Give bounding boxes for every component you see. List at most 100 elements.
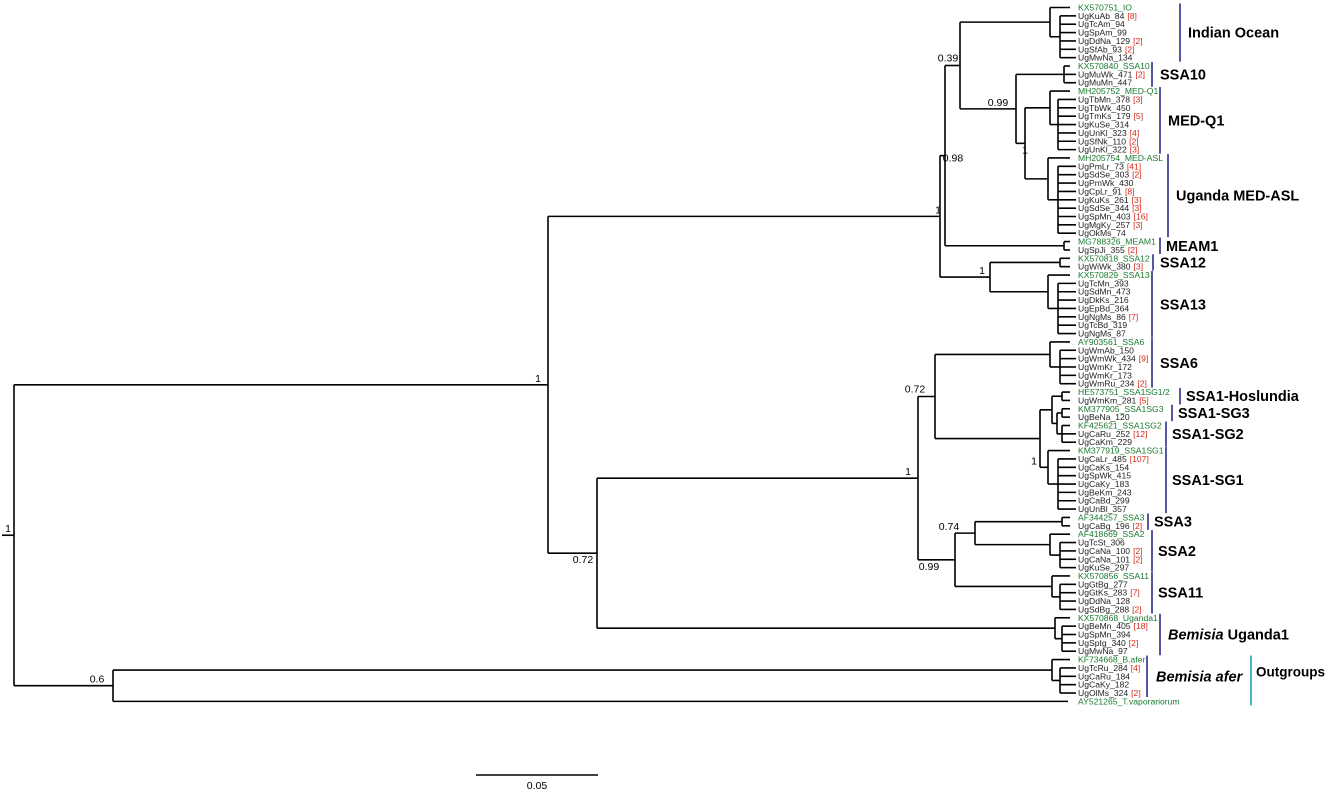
sample-tip-label: UgTcAm_94 <box>1078 19 1125 29</box>
sample-tip-label: UgKuAb_84[8] <box>1078 11 1137 21</box>
sample-tip-label: UgUnKl_322[3] <box>1078 145 1139 155</box>
sample-tip-label: UgPmWk_430 <box>1078 178 1134 188</box>
clade-label: SSA3 <box>1154 515 1192 531</box>
clade-label: Indian Ocean <box>1188 26 1279 42</box>
sample-tip-label: UgWmAb_150 <box>1078 345 1134 355</box>
reference-tip-label: KM377919_SSA1SG1 <box>1078 446 1164 456</box>
sample-tip-label: UgUnBl_357 <box>1078 504 1127 514</box>
sample-tip-label: UgKuSe_314 <box>1078 120 1129 130</box>
clade-label: SSA10 <box>1160 67 1206 83</box>
sample-tip-label: UgNgMs_87 <box>1078 329 1126 339</box>
reference-tip-label: AY903561_SSA6 <box>1078 337 1144 347</box>
sample-tip-label: UgWmKr_172 <box>1078 362 1132 372</box>
sample-tip-label: UgSfNk_110[2] <box>1078 136 1139 146</box>
sample-tip-label: UgOkMs_74 <box>1078 228 1126 238</box>
reference-tip-label: MH205752_MED-Q1 <box>1078 86 1158 96</box>
reference-tip-label: KX570856_SSA11 <box>1078 571 1149 581</box>
sample-tip-label: UgTcSt_306 <box>1078 538 1125 548</box>
sample-tip-label: UgMgKy_257[3] <box>1078 220 1143 230</box>
clade-label: SSA6 <box>1160 356 1198 372</box>
sample-tip-label: UgTmKs_179[5] <box>1078 111 1143 121</box>
sample-tip-label: UgTcMn_393 <box>1078 278 1129 288</box>
sample-tip-label: UgSpWk_415 <box>1078 471 1131 481</box>
support-value: 1 <box>935 204 941 216</box>
support-value: 1 <box>5 523 11 535</box>
tree-branches <box>2 6 1076 703</box>
clade-label: Bemisia afer <box>1156 669 1244 685</box>
clade-label: SSA1-Hoslundia <box>1186 389 1300 405</box>
support-value: 0.98 <box>943 153 964 165</box>
sample-tip-label: UgCaKy_182 <box>1078 680 1129 690</box>
clade-label: SSA2 <box>1158 544 1196 560</box>
reference-tip-label: MH205754_MED-ASL <box>1078 153 1163 163</box>
support-value: 1 <box>1031 455 1037 467</box>
sample-tip-label: UgKuSe_297 <box>1078 563 1129 573</box>
reference-tip-label: AF344257_SSA3 <box>1078 512 1145 522</box>
sample-tip-label: UgCaKs_154 <box>1078 462 1129 472</box>
sample-tip-label: UgSpMn_403[16] <box>1078 212 1148 222</box>
support-value: 0.39 <box>938 52 959 64</box>
clade-label: Uganda MED-ASL <box>1176 189 1299 205</box>
clade-label: SSA1-SG2 <box>1172 427 1244 443</box>
sample-tip-label: UgUnKl_323[4] <box>1078 128 1139 138</box>
sample-tip-label: UgSfAb_93[2] <box>1078 44 1135 54</box>
sample-tip-label: UgDkKs_216 <box>1078 295 1129 305</box>
sample-tip-label: UgWmRu_234[2] <box>1078 379 1147 389</box>
sample-tip-label: UgPmLr_73[41] <box>1078 161 1141 171</box>
sample-tip-label: UgSdBg_288[2] <box>1078 604 1142 614</box>
reference-tip-label: KX570868_Uganda1 <box>1078 613 1158 623</box>
sample-tip-label: UgCaBg_196[2] <box>1078 521 1142 531</box>
sample-tip-label: UgSdSe_303[2] <box>1078 170 1142 180</box>
sample-tip-label: UgDdNa_128 <box>1078 596 1130 606</box>
sample-tip-label: UgTbMn_378[3] <box>1078 94 1143 104</box>
sample-tip-label: UgCaBd_299 <box>1078 496 1130 506</box>
sample-tip-label: UgCaLr_485[107] <box>1078 454 1149 464</box>
sample-tip-label: UgMwNa_97 <box>1078 646 1128 656</box>
sample-tip-label: UgWmWk_434[9] <box>1078 354 1148 364</box>
sample-tip-label: UgCaRu_184 <box>1078 671 1130 681</box>
reference-tip-label: AF418669_SSA2 <box>1078 529 1145 539</box>
sample-tip-label: UgMuMn_447 <box>1078 78 1132 88</box>
support-value: 1 <box>535 373 541 385</box>
sample-tip-label: UgMwNa_134 <box>1078 53 1133 63</box>
sample-tip-label: UgCaKy_183 <box>1078 479 1129 489</box>
reference-tip-label: KX570818_SSA12 <box>1078 253 1150 263</box>
sample-tip-label: UgSpMn_394 <box>1078 630 1131 640</box>
support-value: 0.74 <box>939 521 960 533</box>
outgroups-label: Outgroups <box>1256 664 1325 679</box>
support-value: 0.99 <box>919 561 940 573</box>
support-value: 1 <box>979 265 985 277</box>
support-value: 0.72 <box>573 554 594 566</box>
tip-labels: KX570751_IOUgKuAb_84[8]UgTcAm_94UgSpAm_9… <box>1078 3 1180 707</box>
sample-tip-label: UgGtKs_283[7] <box>1078 588 1140 598</box>
support-value: 1 <box>1022 144 1028 156</box>
support-value: 1 <box>905 466 911 478</box>
sample-tip-label: UgBeMn_405[18] <box>1078 621 1148 631</box>
sample-tip-label: UgTcBd_319 <box>1078 320 1127 330</box>
reference-tip-label: MG788326_MEAM1 <box>1078 237 1156 247</box>
reference-tip-label: HE573751_SSA1SG1/2 <box>1078 387 1170 397</box>
sample-tip-label: UgCaNa_100[2] <box>1078 546 1143 556</box>
sample-tip-label: UgSdSe_344[3] <box>1078 203 1142 213</box>
sample-tip-label: UgWmKr_173 <box>1078 370 1132 380</box>
sample-tip-label: UgCaNa_101[2] <box>1078 554 1143 564</box>
sample-tip-label: UgCaRu_252[12] <box>1078 429 1147 439</box>
reference-tip-label: KF425621_SSA1SG2 <box>1078 421 1162 431</box>
sample-tip-label: UgDdNa_129[2] <box>1078 36 1143 46</box>
sample-tip-label: UgEpBd_364 <box>1078 303 1129 313</box>
reference-tip-label: AY521265_T.vaporariorum <box>1078 696 1180 706</box>
sample-tip-label: UgBeKm_243 <box>1078 487 1132 497</box>
sample-tip-label: UgSdMn_473 <box>1078 287 1131 297</box>
sample-tip-label: UgTbWk_450 <box>1078 103 1131 113</box>
reference-tip-label: KF734668_B.afer <box>1078 655 1146 665</box>
support-value: 0.6 <box>90 674 105 686</box>
sample-tip-label: UgNgMs_86[7] <box>1078 312 1138 322</box>
sample-tip-label: UgSpIg_340[2] <box>1078 638 1138 648</box>
sample-tip-label: UgCpLr_91[8] <box>1078 186 1135 196</box>
sample-tip-label: UgCaKm_229 <box>1078 437 1132 447</box>
sample-tip-label: UgSpAm_99 <box>1078 28 1127 38</box>
sample-tip-label: UgWmKm_281[5] <box>1078 395 1149 405</box>
sample-tip-label: UgOlMs_324[2] <box>1078 688 1141 698</box>
